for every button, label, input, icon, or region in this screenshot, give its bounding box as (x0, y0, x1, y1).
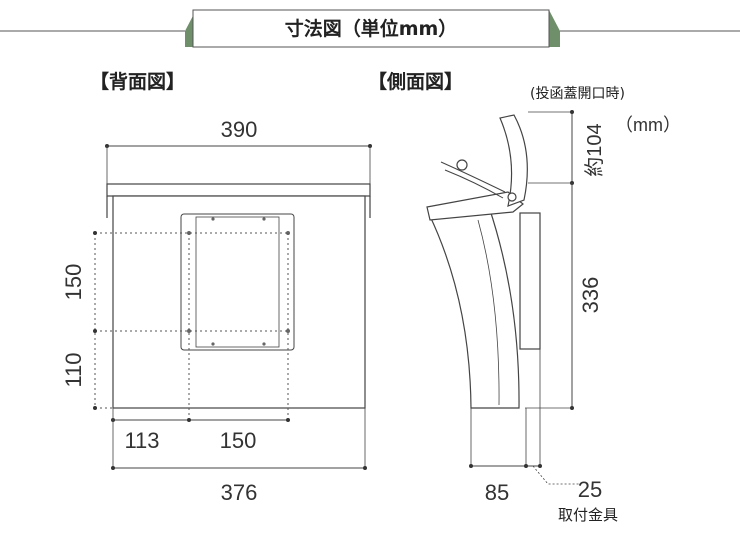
dim-offset-left: 113 (124, 428, 159, 453)
slot-cover (426, 191, 524, 221)
dashed-guides (94, 232, 289, 420)
dim-height-upper: 150 (61, 264, 86, 301)
page-title: 寸法図（単位mm） (285, 17, 458, 40)
mounting-holes (187, 217, 290, 346)
lid-knob (456, 159, 468, 171)
back-view-label: 【背面図】 (90, 70, 185, 93)
header-box (192, 9, 550, 48)
dim-side-height: 336 (578, 277, 603, 314)
header-flap-right (549, 10, 560, 47)
header-banner: 寸法図（単位mm） (0, 9, 740, 48)
lid-open-note: (投函蓋開口時) (530, 86, 625, 102)
dim-bracket-depth: 25 (578, 477, 602, 502)
dim-lid-open: 約104 (583, 123, 606, 176)
lid-open-unit: （mm） (615, 115, 681, 135)
dim-height-lower: 110 (61, 352, 86, 387)
dim-side-depth: 85 (485, 480, 509, 505)
open-lid (499, 114, 528, 207)
hinge (507, 192, 517, 202)
dim-width-bottom: 376 (221, 480, 258, 505)
lid-arm (440, 161, 506, 193)
side-view-dimensions (469, 110, 580, 485)
lid-top (106, 183, 371, 197)
dim-width-top: 390 (221, 117, 258, 142)
mounting-plate-inner (195, 216, 280, 348)
dim-offset-mount: 150 (220, 428, 257, 453)
side-body (428, 206, 520, 409)
side-view-label: 【側面図】 (368, 70, 463, 93)
wall-bracket (519, 212, 541, 350)
side-body-inner (477, 219, 500, 406)
mounting-plate (180, 213, 295, 351)
back-view (93, 144, 372, 470)
bracket-label: 取付金具 (558, 506, 618, 524)
side-view (426, 114, 541, 409)
